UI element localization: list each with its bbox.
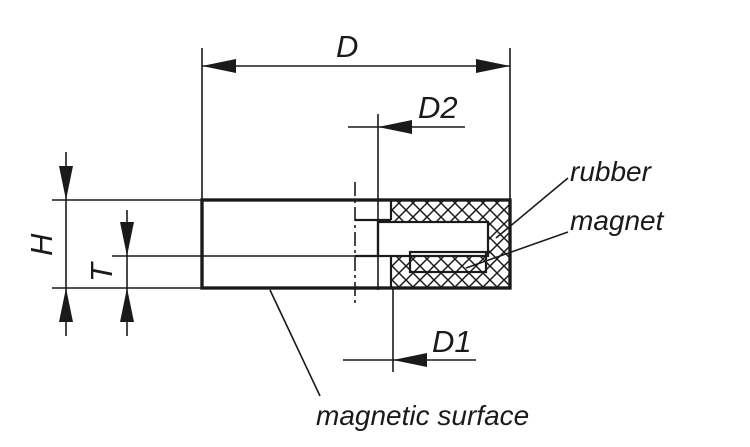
label-magnet: magnet [570, 205, 665, 236]
arrowhead [476, 59, 510, 73]
leader-rubber [495, 177, 569, 239]
arrowhead [120, 288, 134, 322]
label-d: D [336, 29, 358, 64]
label-h: H [24, 233, 59, 256]
dimension-d1: D1 [343, 288, 476, 372]
magnet-backing [378, 222, 488, 256]
label-d2: D2 [418, 90, 458, 125]
arrowhead [202, 59, 236, 73]
label-rubber: rubber [570, 156, 653, 187]
arrowhead [59, 288, 73, 322]
dimension-h: H [24, 152, 202, 336]
label-magnetic-surface: magnetic surface [316, 400, 529, 431]
arrowhead [393, 353, 427, 367]
body-outline-top [200, 198, 512, 290]
arrowhead [59, 166, 73, 200]
dimension-t: T [84, 210, 378, 336]
magnet-insert [408, 250, 488, 274]
arrowhead [378, 120, 412, 134]
dimension-d: D [201, 29, 511, 200]
label-t: T [84, 261, 119, 282]
dimension-d2: D2 [348, 90, 465, 290]
arrowhead [120, 222, 134, 256]
leader-magnetic-surface [269, 289, 321, 397]
label-d1: D1 [432, 324, 472, 359]
leader-magnet [465, 231, 569, 269]
